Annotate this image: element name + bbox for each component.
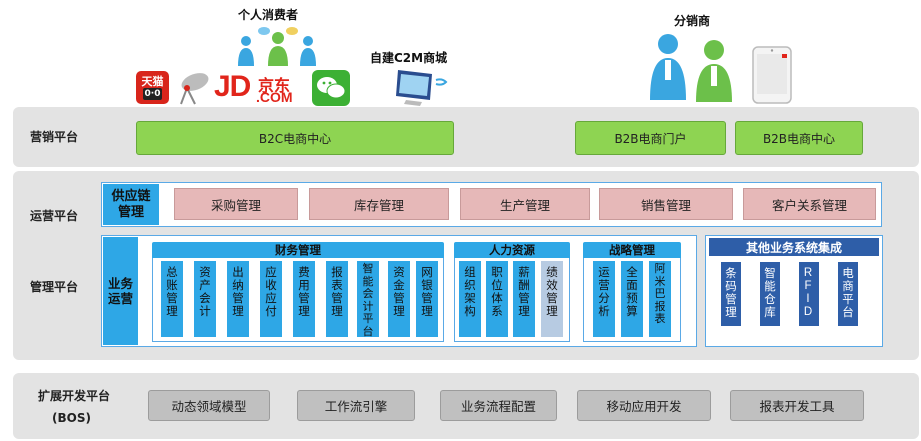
management-label: 管理平台 xyxy=(30,280,79,294)
other-item-smart-warehouse[interactable]: 智能仓库 xyxy=(760,262,780,326)
ext-item-mobile-dev[interactable]: 移动应用开发 xyxy=(577,390,711,421)
supply-chain-head: 供应链管理 xyxy=(103,184,159,225)
other-systems-head: 其他业务系统集成 xyxy=(709,238,879,256)
finance-item-asset-accounting[interactable]: 资产会计 xyxy=(194,261,216,337)
finance-item-funds[interactable]: 资金管理 xyxy=(388,261,410,337)
consumer-people-icon xyxy=(238,27,316,66)
tmall-logo-icon: 天猫 0·0 xyxy=(136,71,169,104)
ext-item-workflow[interactable]: 工作流引擎 xyxy=(297,390,415,421)
smartphone-icon xyxy=(752,46,792,104)
other-item-rfid[interactable]: RFID xyxy=(799,262,819,326)
finance-item-cashier[interactable]: 出纳管理 xyxy=(227,261,249,337)
jd-logo-cn: 京东 xyxy=(258,76,291,95)
supply-chain-label: 供应链管理 xyxy=(111,188,151,220)
other-item-barcode[interactable]: 条码管理 xyxy=(721,262,741,326)
extension-bos-label: (BOS) xyxy=(52,411,91,425)
hr-item-organization[interactable]: 组织架构 xyxy=(459,261,481,337)
finance-item-receivable-payable[interactable]: 应收应付 xyxy=(260,261,282,337)
marketing-label: 营销平台 xyxy=(30,130,79,144)
distributor-label: 分销商 xyxy=(674,14,711,28)
wechat-icon xyxy=(312,70,350,106)
ops-item-inventory[interactable]: 库存管理 xyxy=(309,188,449,220)
hr-item-performance[interactable]: 绩效管理 xyxy=(541,261,563,337)
business-ops-label: 业务运营 xyxy=(107,276,133,306)
finance-item-smart-accounting[interactable]: 智能会计平台 xyxy=(357,261,379,337)
ext-item-report-tool[interactable]: 报表开发工具 xyxy=(730,390,864,421)
c2m-label: 自建C2M商城 xyxy=(370,51,448,65)
b2b-center-box[interactable]: B2B电商中心 xyxy=(735,121,863,155)
ops-item-procurement[interactable]: 采购管理 xyxy=(174,188,298,220)
hr-item-position[interactable]: 职位体系 xyxy=(486,261,508,337)
operations-label: 运营平台 xyxy=(30,209,79,223)
finance-item-ledger[interactable]: 总账管理 xyxy=(161,261,183,337)
b2c-center-box[interactable]: B2C电商中心 xyxy=(136,121,454,155)
hr-item-compensation[interactable]: 薪酬管理 xyxy=(513,261,535,337)
ext-item-process-config[interactable]: 业务流程配置 xyxy=(440,390,557,421)
finance-head: 财务管理 xyxy=(152,242,444,258)
satellite-dish-icon xyxy=(180,73,209,105)
computer-monitor-icon xyxy=(396,70,448,106)
distributor-people-icon xyxy=(650,34,732,102)
hr-head: 人力资源 xyxy=(454,242,570,258)
jd-logo-text: JD xyxy=(214,70,251,103)
strategy-item-operation-analysis[interactable]: 运营分析 xyxy=(593,261,615,337)
ops-item-production[interactable]: 生产管理 xyxy=(460,188,590,220)
jd-logo-com: .COM xyxy=(256,89,293,105)
finance-item-reports[interactable]: 报表管理 xyxy=(326,261,348,337)
finance-item-expense[interactable]: 费用管理 xyxy=(293,261,315,337)
strategy-item-amoeba-report[interactable]: 阿米巴报表 xyxy=(649,261,671,337)
jd-logo-icon: JD 京东 .COM xyxy=(214,68,302,108)
ops-item-sales[interactable]: 销售管理 xyxy=(599,188,733,220)
other-item-ecommerce[interactable]: 电商平台 xyxy=(838,262,858,326)
consumer-label: 个人消费者 xyxy=(238,8,299,22)
extension-label: 扩展开发平台 xyxy=(38,389,111,403)
tmall-logo-text: 天猫 xyxy=(141,74,164,88)
finance-item-online-banking[interactable]: 网银管理 xyxy=(416,261,438,337)
strategy-head: 战略管理 xyxy=(583,242,681,258)
ops-item-crm[interactable]: 客户关系管理 xyxy=(743,188,876,220)
ext-item-domain-model[interactable]: 动态领域模型 xyxy=(148,390,270,421)
business-ops-head: 业务运营 xyxy=(103,237,138,345)
b2b-portal-box[interactable]: B2B电商门户 xyxy=(575,121,726,155)
strategy-item-budget[interactable]: 全面预算 xyxy=(621,261,643,337)
